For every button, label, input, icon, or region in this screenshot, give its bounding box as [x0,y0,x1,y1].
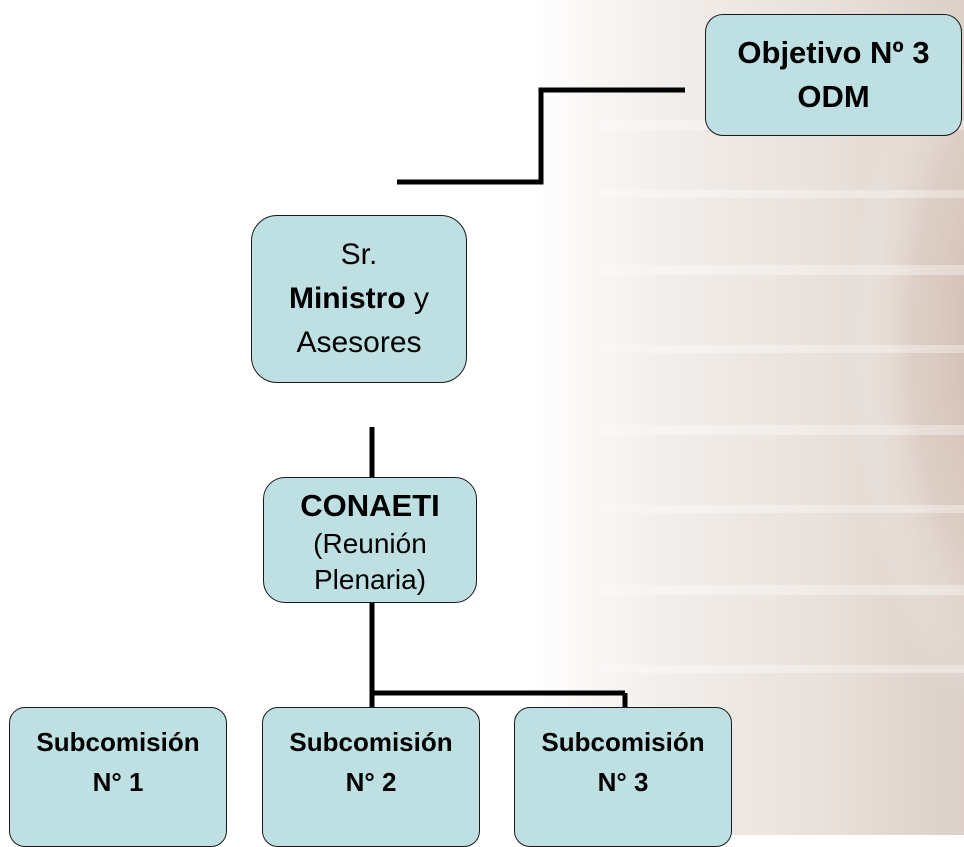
ministro-line3: Asesores [296,326,422,359]
node-conaeti: CONAETI (Reunión Plenaria) [263,477,477,603]
conaeti-title: CONAETI [300,488,440,523]
node-subcomision-3: Subcomisión N° 3 [514,707,732,847]
connector-objetivo-ministro [397,87,685,185]
subcomision-3-line2: N° 3 [597,767,649,797]
node-ministro-asesores: Sr. Ministro y Asesores [251,215,467,383]
subcomision-3-line1: Subcomisión [541,727,705,757]
ministro-line2-rest: y [405,282,429,315]
objetivo-line1: Objetivo Nº 3 [737,35,930,70]
subcomision-2-line1: Subcomisión [289,727,453,757]
ministro-line2: Ministro y [289,277,429,321]
conaeti-line2: (Reunión [313,528,427,559]
node-subcomision-1: Subcomisión N° 1 [9,707,227,847]
node-objetivo-odm: Objetivo Nº 3 ODM [705,14,962,136]
subcomision-1-line1: Subcomisión [36,727,200,757]
ministro-bold: Ministro [288,282,406,315]
objetivo-line2: ODM [797,79,870,114]
subcomision-1-line2: N° 1 [92,767,144,797]
ministro-line1: Sr. [340,238,378,271]
node-subcomision-2: Subcomisión N° 2 [262,707,480,847]
subcomision-2-line2: N° 2 [345,767,397,797]
conaeti-line3: Plenaria) [313,564,427,595]
